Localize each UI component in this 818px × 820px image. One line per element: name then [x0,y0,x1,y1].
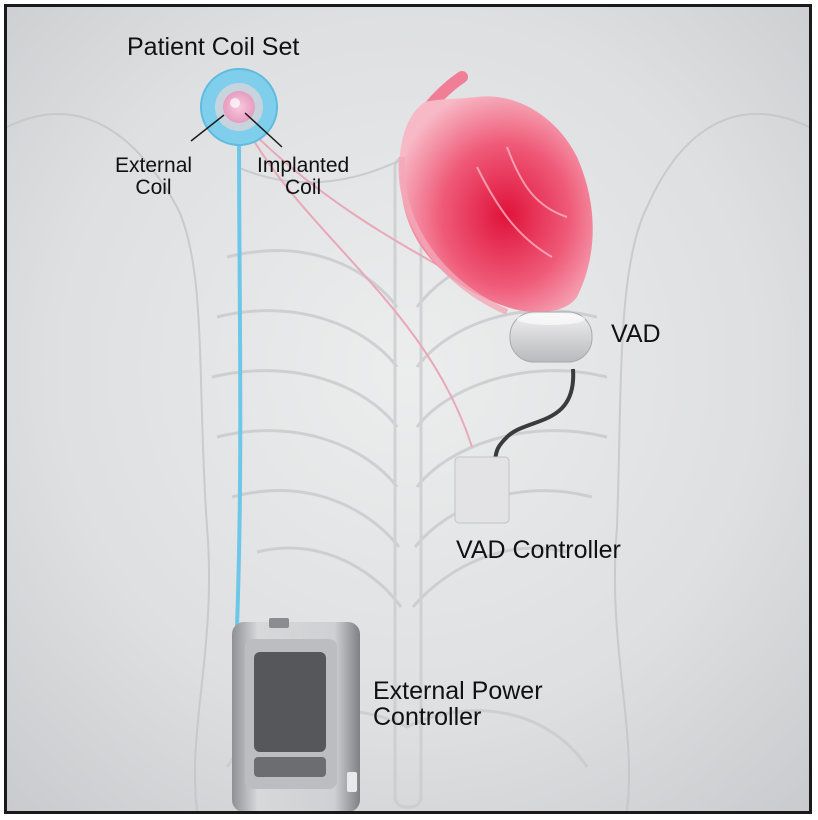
vad-controller-device [455,457,509,523]
external-coil-label: External Coil [115,155,192,199]
external-power-label-line2: Controller [373,704,543,730]
implanted-coil-label-line1: Implanted [257,155,349,177]
patient-coil-set-label: Patient Coil Set [127,34,299,60]
external-power-controller-label: External Power Controller [373,678,543,731]
vad-label: VAD [611,321,661,347]
vad-device [510,312,592,362]
diagram-frame: Patient Coil Set External Coil Implanted… [4,4,812,814]
external-power-label-line1: External Power [373,678,543,704]
external-power-controller-device [232,618,360,811]
implanted-coil-label: Implanted Coil [257,155,349,199]
external-coil-label-line1: External [115,155,192,177]
implanted-coil-label-line2: Coil [257,177,349,199]
external-coil-label-line2: Coil [115,177,192,199]
vad-controller-label: VAD Controller [456,537,621,563]
